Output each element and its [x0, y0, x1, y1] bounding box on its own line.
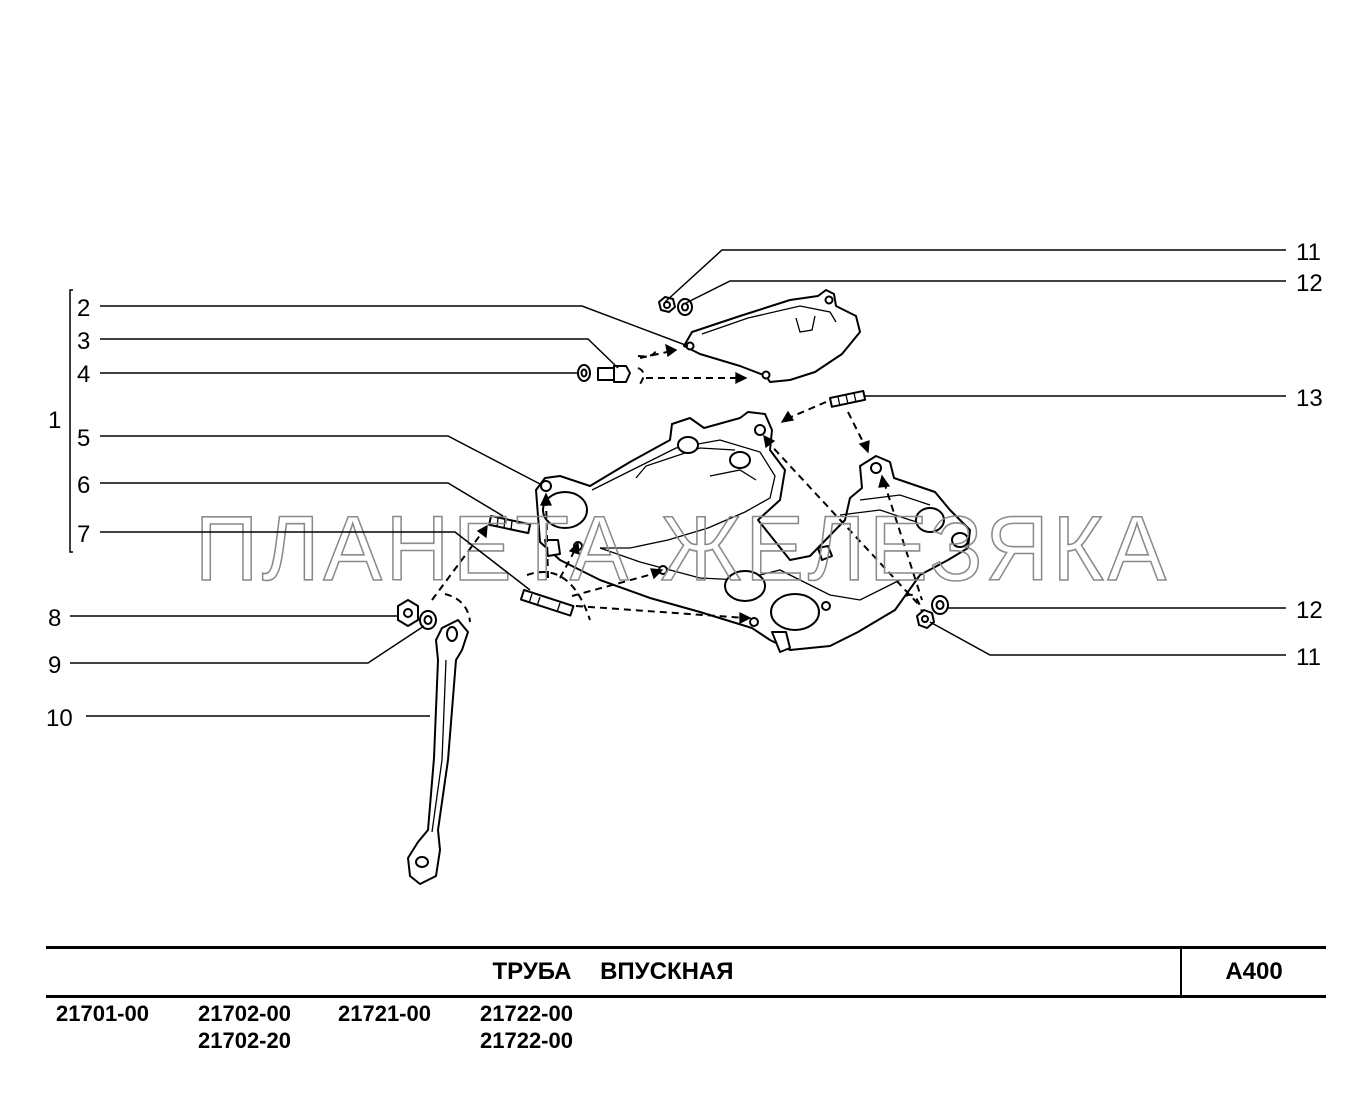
- callout-5: 5: [77, 425, 90, 452]
- diagram-code: А400: [1225, 958, 1283, 985]
- stud-6: [488, 515, 532, 535]
- stud-13: [829, 389, 867, 408]
- page-title: ТРУБА ВПУСКНАЯ: [492, 958, 734, 985]
- nut-8: [397, 599, 419, 627]
- callout-4: 4: [77, 361, 90, 388]
- nut-11-bottom: [916, 609, 935, 629]
- callout-9: 9: [48, 652, 61, 679]
- washer-4: [577, 364, 591, 382]
- watermark: ПЛАНЕТА ЖЕЛЕЗЯКА: [195, 498, 1170, 600]
- heat-shield: [683, 289, 861, 383]
- callout-8: 8: [48, 605, 61, 632]
- nut-11-top: [658, 296, 676, 313]
- callout-10: 10: [46, 705, 73, 732]
- parts-diagram: ПЛАНЕТА ЖЕЛЕЗЯКА 1 2 3 4 5 6 7 8 9 10 11…: [46, 239, 1323, 885]
- title-block: ТРУБА ВПУСКНАЯ А400: [46, 946, 1326, 998]
- callout-1: 1: [48, 407, 61, 434]
- model-code: 21702-20: [198, 1028, 291, 1053]
- callout-7: 7: [77, 521, 90, 548]
- intake-manifold: [535, 411, 971, 653]
- model-code: 21721-00: [338, 1001, 431, 1026]
- support-bracket: [407, 619, 469, 885]
- washer-12-bottom: [931, 595, 949, 615]
- model-code: 21702-00: [198, 1001, 291, 1026]
- bolt-3: [597, 365, 631, 383]
- model-code: 21701-00: [56, 1001, 149, 1026]
- callout-2: 2: [77, 295, 90, 322]
- callout-13: 13: [1296, 385, 1323, 412]
- model-code: 21722-00: [480, 1001, 573, 1026]
- washer-9: [419, 610, 437, 630]
- model-column-3: 21721-00: [338, 1000, 431, 1027]
- leader-lines: [69, 249, 1286, 717]
- model-code: 21722-00: [480, 1028, 573, 1053]
- callout-11-bottom: 11: [1296, 644, 1321, 671]
- title-divider: [1180, 949, 1182, 995]
- callout-12-bottom: 12: [1296, 597, 1323, 624]
- callout-12-top: 12: [1296, 270, 1323, 297]
- washer-12-top: [677, 298, 693, 316]
- callout-3: 3: [77, 328, 90, 355]
- assembly-arrows: [431, 343, 923, 625]
- model-column-1: 21701-00: [56, 1000, 149, 1027]
- model-column-4: 21722-00 21722-00: [480, 1000, 573, 1054]
- model-column-2: 21702-00 21702-20: [198, 1000, 291, 1054]
- stud-7: [519, 589, 575, 617]
- callout-6: 6: [77, 472, 90, 499]
- callout-11-top: 11: [1296, 239, 1321, 266]
